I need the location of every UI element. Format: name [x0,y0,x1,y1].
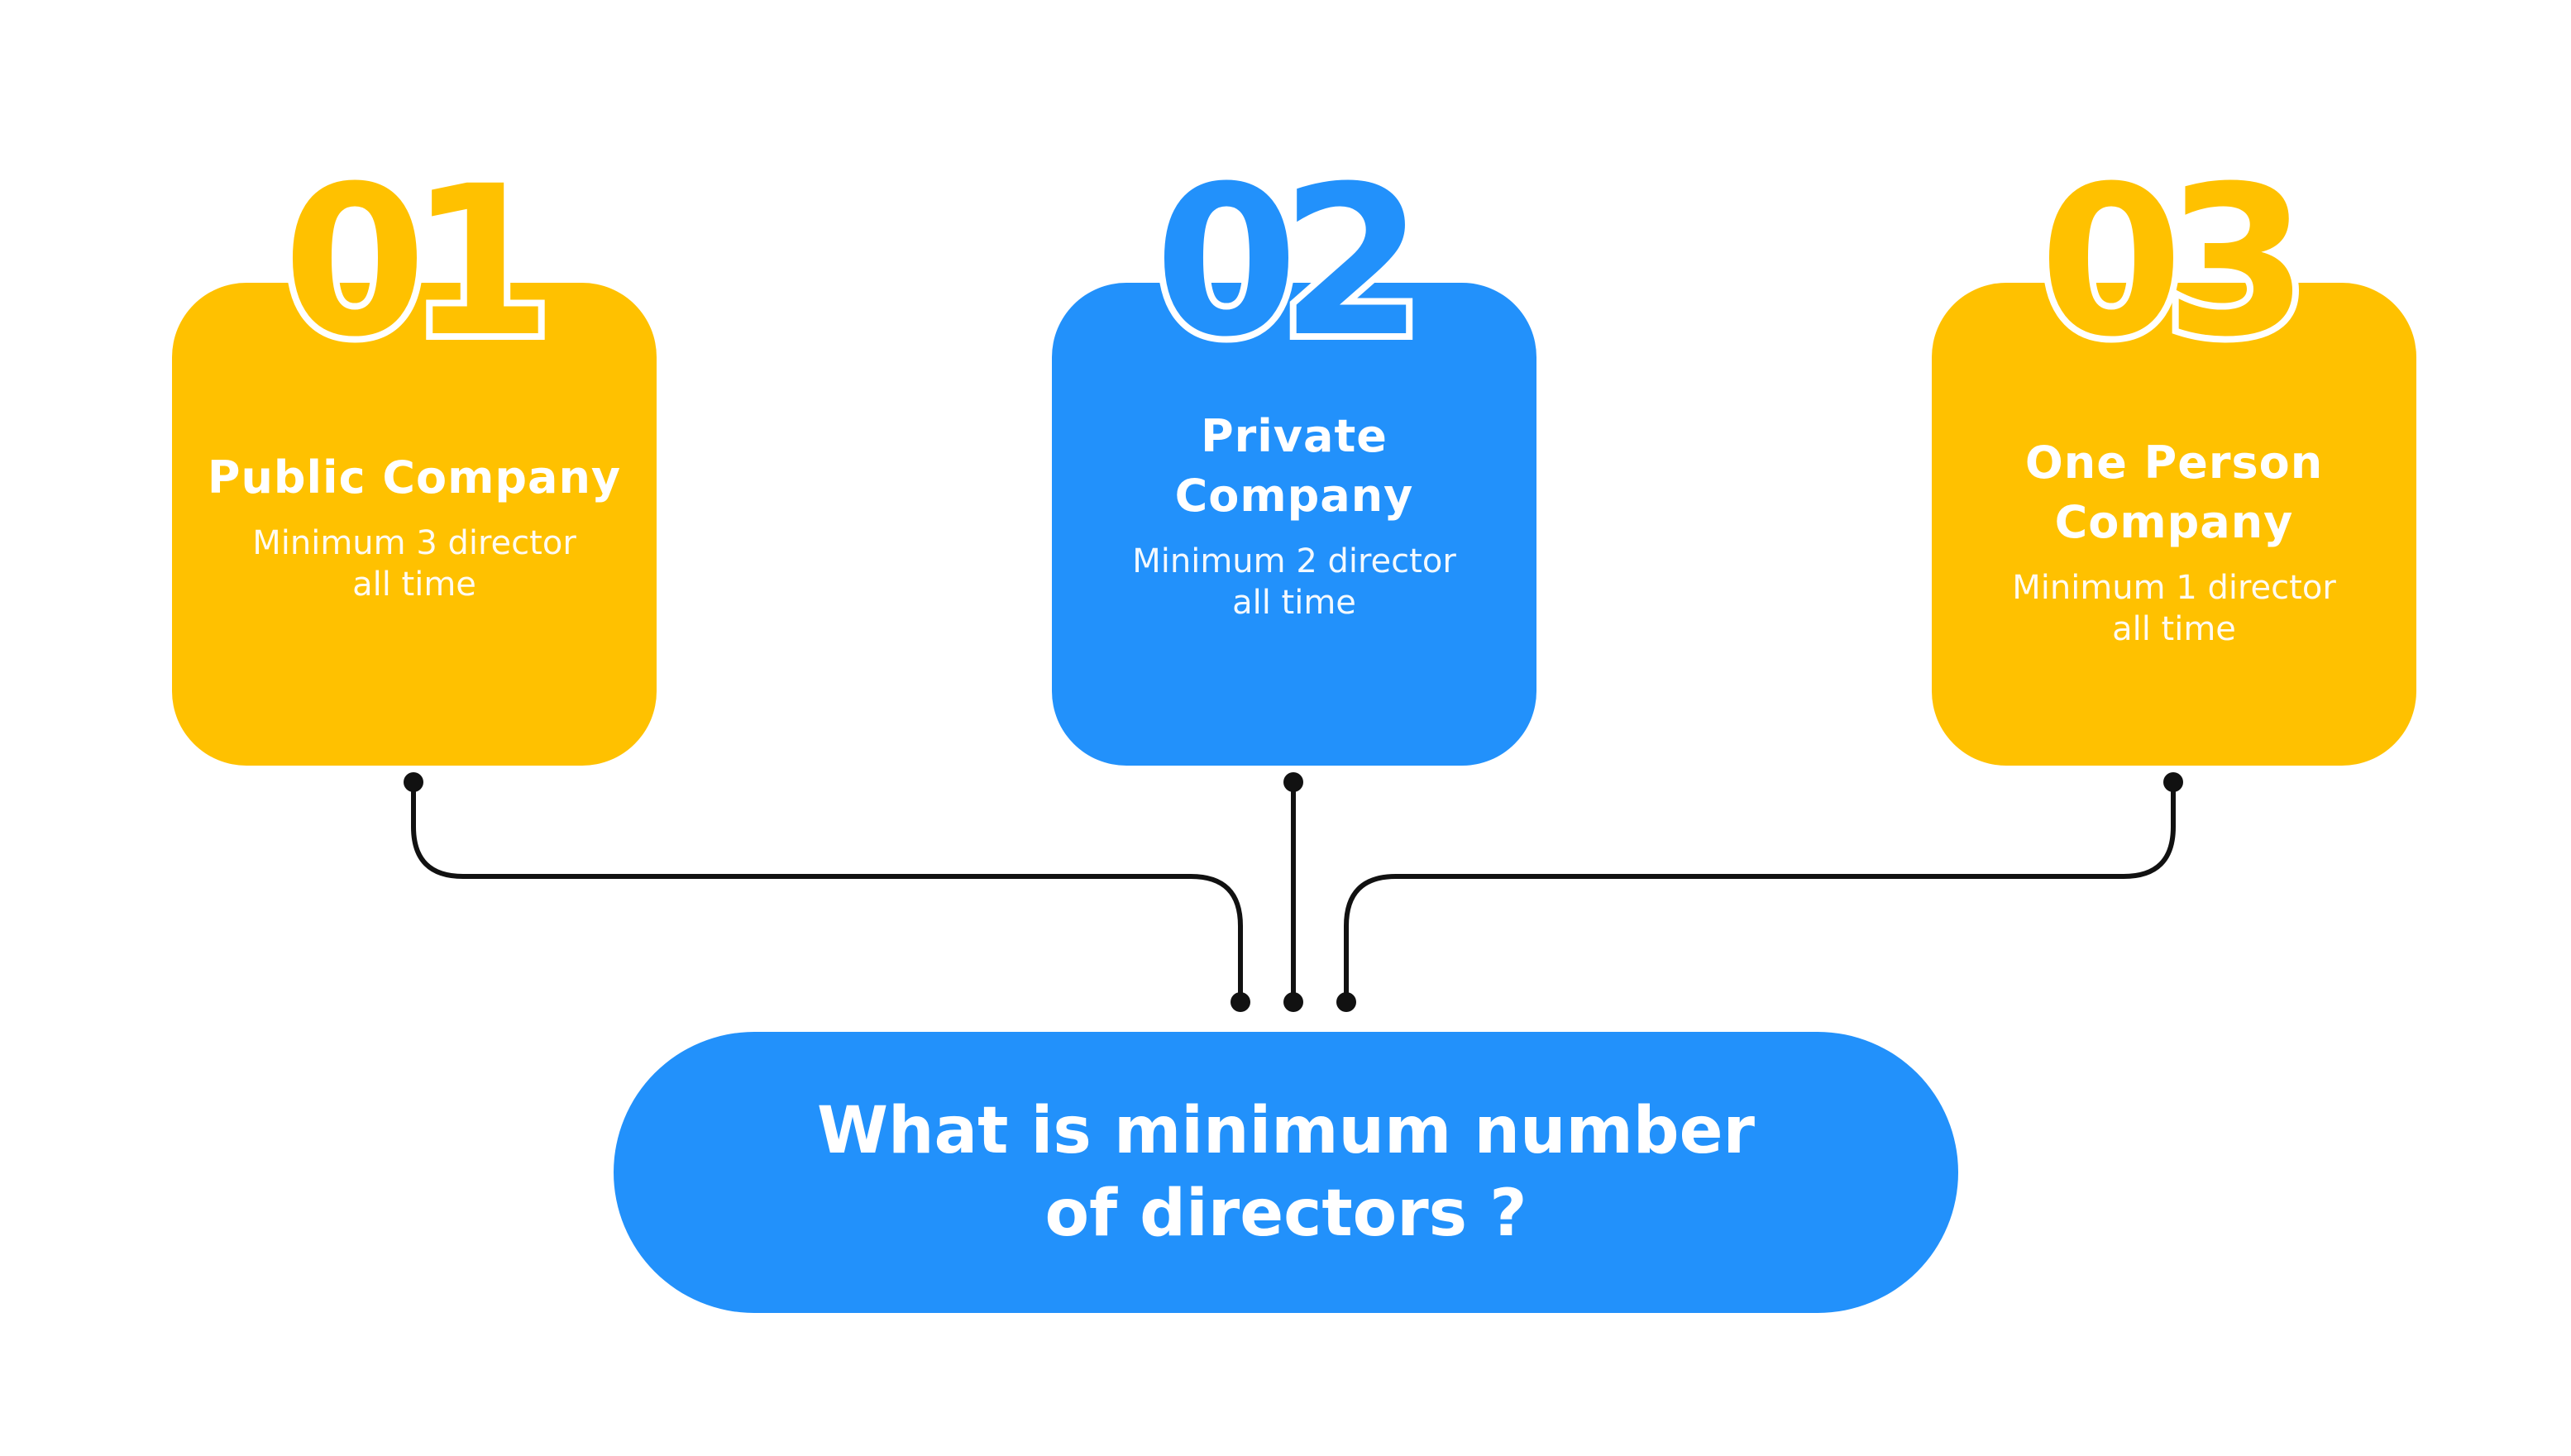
card-number: 02 [1148,141,1431,382]
card-number: 01 [276,141,559,382]
connector-right-end-dot [1336,992,1356,1012]
card-description-line-2: all time [1232,584,1356,622]
connector-left-start-dot [404,772,423,792]
connector-left [411,782,1243,1002]
card-title: Public Company [207,451,622,504]
question-text: What is minimum number of directors ? [816,1094,1755,1251]
card-private-company: Private Company Minimum 2 director all t… [1052,283,1536,766]
card-description-line-1: Minimum 1 director [2012,569,2336,607]
card-public-company: Public Company Minimum 3 director all ti… [172,283,657,766]
card-number: 03 [2033,141,2315,382]
card-description-line-1: Minimum 3 director [252,524,576,562]
card-one-person-company: One Person Company Minimum 1 director al… [1932,283,2416,766]
card-title: Private Company [1174,410,1414,522]
connector-center-start-dot [1283,772,1303,792]
card-description-line-2: all time [352,566,476,604]
card-body: Public Company Minimum 3 director all ti… [172,448,657,605]
connector-right-start-dot [2163,772,2183,792]
card-title: One Person Company [2024,437,2324,548]
card-body: One Person Company Minimum 1 director al… [1932,433,2416,650]
question-pill: What is minimum number of directors ? [614,1032,1958,1313]
card-body: Private Company Minimum 2 director all t… [1052,407,1536,623]
card-description-line-2: all time [2112,610,2236,648]
connector-left-end-dot [1231,992,1250,1012]
card-description-line-1: Minimum 2 director [1132,542,1456,580]
connector-center-end-dot [1283,992,1303,1012]
connector-right [1344,782,2176,1002]
